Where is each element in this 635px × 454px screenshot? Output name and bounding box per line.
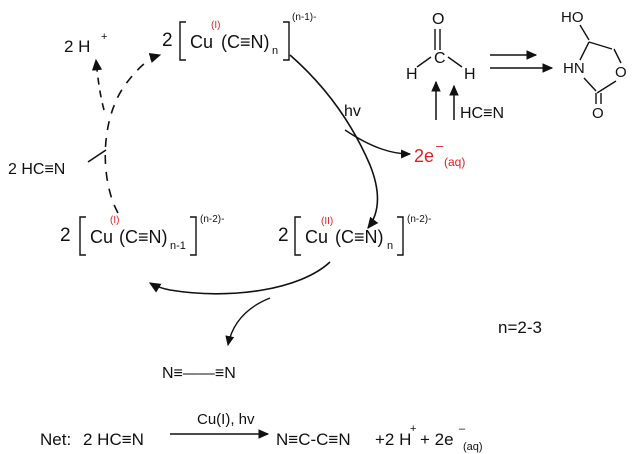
electrons-phase: (aq) [444, 155, 465, 169]
bracket-right [190, 216, 197, 256]
electrons-charge: – [436, 138, 444, 153]
complex-left-charge: (n-2)- [200, 214, 224, 225]
complex-right-charge: (n-2)- [407, 214, 431, 225]
arrow-hcn-binding [104, 53, 162, 214]
bond [588, 41, 613, 50]
light-label: hv [344, 103, 361, 120]
oxidation-state-label: (I) [110, 215, 119, 226]
net-prefix: Net: [40, 430, 71, 449]
stoichiometry-note: n=2-3 [498, 318, 542, 337]
atom-c: C [434, 50, 446, 67]
oxazolidinone-molecule: HO HN O O [561, 9, 627, 122]
complex-top-metal: Cu [190, 32, 213, 52]
bracket-left [179, 21, 186, 61]
electrons-label: 2e [414, 146, 434, 166]
complex-cu1-top: 2 Cu (I) (C≡N) n (n-1)- [162, 12, 316, 61]
oxidation-state-label: (I) [211, 20, 220, 31]
net-reactant: 2 HC≡N [83, 430, 144, 449]
atom-ho: HO [561, 9, 584, 26]
arrow-reduction [148, 261, 331, 295]
complex-cu2-right: 2 Cu (II) (C≡N) n (n-2)- [278, 214, 431, 256]
atom-o: O [432, 11, 444, 28]
complex-right-subscript: n [387, 240, 393, 252]
bond [447, 56, 463, 68]
bond [579, 41, 590, 61]
atom-h: H [464, 66, 476, 83]
atom-h: H [406, 66, 418, 83]
arrow-cyanogen-release [225, 297, 271, 347]
arrow-proton-release [91, 58, 105, 111]
atom-o-ring: O [615, 64, 627, 81]
bracket-left [294, 216, 301, 256]
bond [579, 24, 590, 41]
bracket-left [79, 216, 86, 256]
complex-top-charge: (n-1)- [292, 12, 316, 23]
complex-left-metal: Cu [90, 227, 113, 247]
formaldehyde-molecule: O C H H [406, 11, 476, 83]
complex-top-ligand: (C≡N) [221, 32, 270, 52]
hcn-reactant-label: 2 HC≡N [8, 161, 65, 178]
bond [583, 77, 597, 92]
protons-label: 2 H [64, 37, 90, 56]
net-equation: Net: 2 HC≡N Cu(I), hv N≡C-C≡N +2 H + + 2… [40, 411, 483, 453]
protons-charge: + [101, 31, 107, 43]
net-electron-phase: (aq) [463, 441, 483, 453]
complex-left-ligand: (C≡N) [119, 227, 168, 247]
net-electrons: + 2e [420, 430, 454, 449]
hcn-side-label: HC≡N [460, 105, 504, 122]
complex-right-coefficient: 2 [278, 225, 289, 246]
cyanogen-label: N≡——≡N [162, 365, 236, 382]
atom-o-carbonyl: O [592, 105, 604, 122]
bond [596, 80, 617, 94]
bond [416, 56, 432, 68]
bracket-right [283, 21, 290, 61]
complex-cu1-left: 2 Cu (I) (C≡N) n-1 (n-2)- [60, 214, 224, 256]
net-protons: +2 H [375, 430, 411, 449]
oxidation-state-label: (II) [321, 216, 333, 227]
bond [613, 48, 622, 64]
arrow-electron-release [344, 129, 412, 159]
atom-hn: HN [563, 60, 585, 77]
net-product: N≡C-C≡N [276, 430, 351, 449]
bracket-right [397, 216, 404, 256]
net-proton-charge: + [410, 423, 416, 435]
complex-left-coefficient: 2 [60, 225, 71, 246]
complex-right-ligand: (C≡N) [335, 227, 384, 247]
complex-top-subscript: n [272, 45, 278, 57]
arrow-oxidation [289, 54, 379, 230]
complex-right-metal: Cu [305, 227, 328, 247]
complex-left-subscript: n-1 [170, 240, 186, 252]
net-catalyst: Cu(I), hv [197, 411, 255, 428]
net-electron-charge: – [459, 423, 466, 435]
complex-top-coefficient: 2 [162, 30, 173, 51]
hcn-entry-line [87, 149, 107, 163]
